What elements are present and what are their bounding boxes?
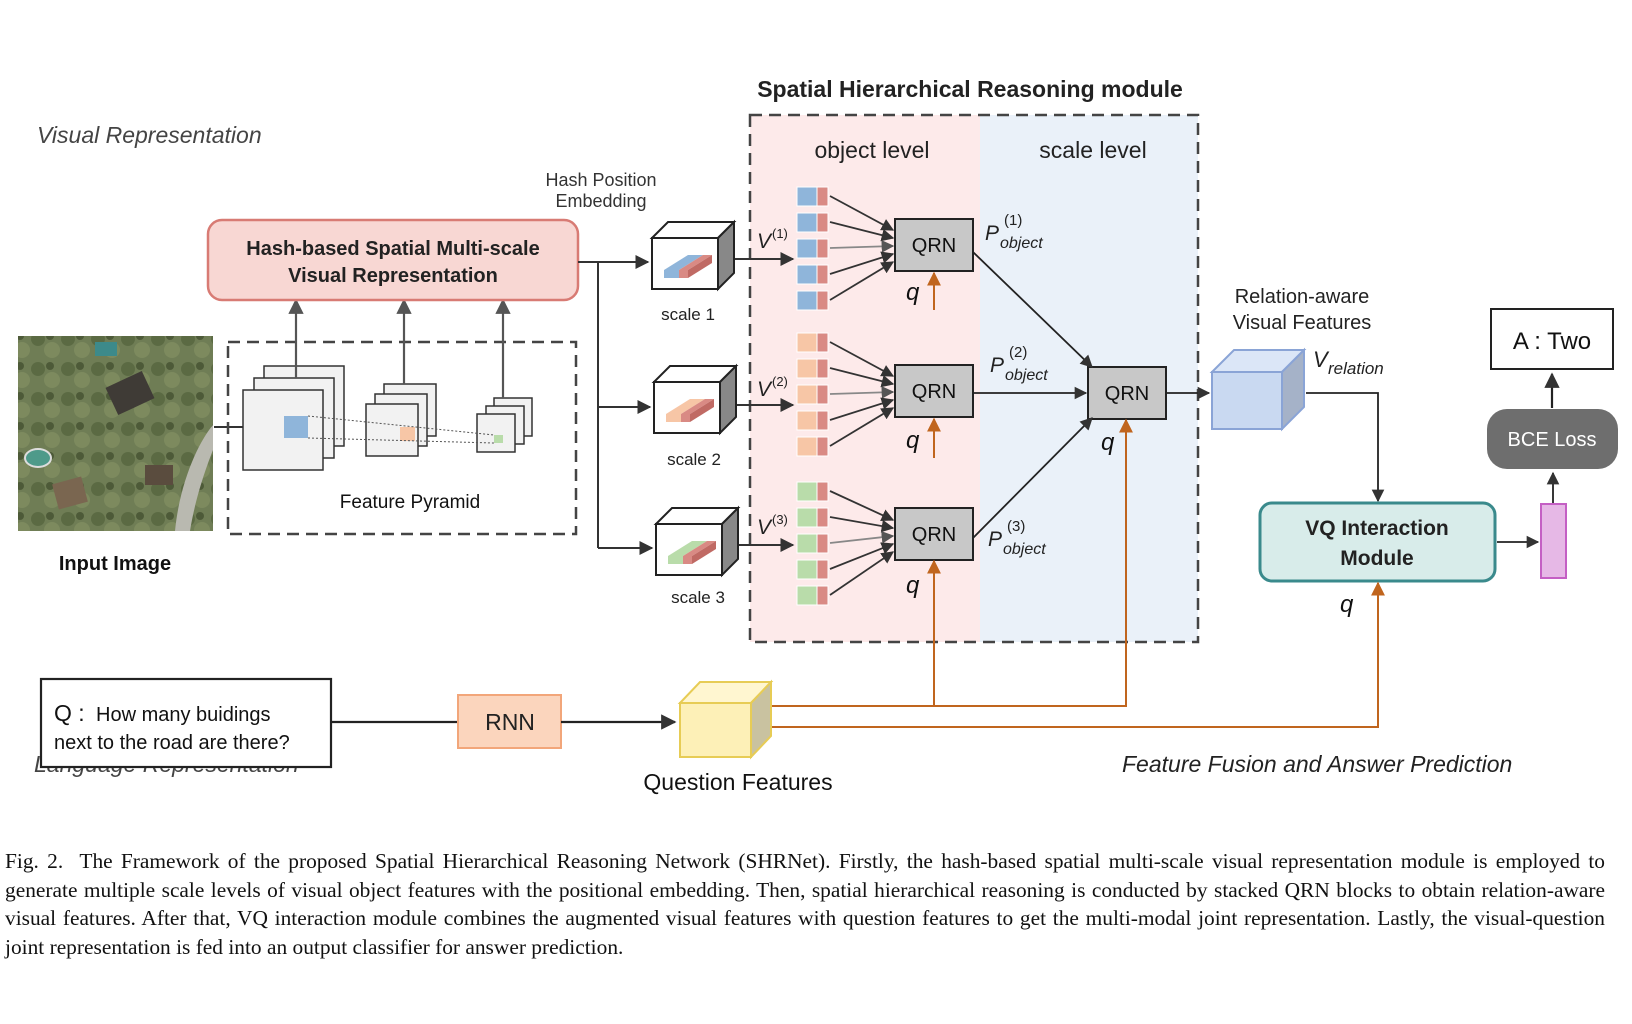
v3-label: V (3): [757, 512, 788, 539]
svg-text:(3): (3): [772, 512, 788, 527]
scale2-cube: [651, 363, 739, 436]
svg-text:QRN: QRN: [912, 235, 956, 257]
v1-label: V (1): [757, 226, 788, 253]
qrn-scale: QRN: [1087, 366, 1167, 420]
svg-text:(3): (3): [1007, 518, 1025, 535]
relation-label-line2: Visual Features: [1233, 312, 1372, 334]
rnn-box: [457, 694, 562, 749]
p2-label: P (2) object: [990, 344, 1048, 384]
hash-box-line2: Visual Representation: [288, 265, 498, 287]
p1-label: P (1) object: [985, 212, 1043, 252]
shr-module-border: [748, 113, 1200, 644]
input-image-label: Input Image: [59, 553, 171, 575]
scale-level-label: scale level: [1039, 137, 1146, 163]
q-label-vq: q: [1340, 591, 1354, 618]
scale2-label: scale 2: [667, 450, 721, 469]
pyramid-level-2: [365, 383, 437, 457]
fusion-label: Feature Fusion and Answer Prediction: [1122, 751, 1512, 777]
q-label-qrn1: q: [906, 279, 920, 306]
hash-position-line1: Hash Position: [545, 170, 656, 190]
p3-label: P (3) object: [988, 518, 1046, 558]
scale3-label: scale 3: [671, 588, 725, 607]
visual-representation-label: Visual Representation: [37, 122, 262, 148]
answer-text: A : Two: [1513, 328, 1591, 355]
hash-position-line2: Embedding: [555, 191, 646, 211]
svg-text:object: object: [1000, 235, 1043, 252]
caption-label: Fig. 2.: [5, 849, 64, 873]
caption-text: The Framework of the proposed Spatial Hi…: [5, 849, 1605, 959]
svg-text:V: V: [757, 516, 773, 539]
pyramid-level-3: [476, 397, 533, 453]
svg-text:P: P: [990, 354, 1004, 377]
question-box: [39, 677, 333, 769]
svg-text:(2): (2): [772, 374, 788, 389]
question-cube-icon: [677, 679, 774, 760]
scale1-cube: [649, 219, 737, 292]
svg-text:P: P: [985, 222, 999, 245]
svg-text:QRN: QRN: [912, 524, 956, 546]
scale3-feature-tokens: [796, 481, 829, 606]
answer-box: [1490, 308, 1614, 370]
q-label-qrn3: q: [906, 572, 920, 599]
feature-pyramid-box: [226, 340, 578, 536]
svg-text:(1): (1): [772, 226, 788, 241]
qrn-object-2: QRN: [894, 364, 974, 418]
module-title: Spatial Hierarchical Reasoning module: [757, 76, 1183, 102]
v2-label: V (2): [757, 374, 788, 401]
svg-text:V: V: [757, 378, 773, 401]
svg-text:QRN: QRN: [1105, 383, 1149, 405]
vq-line2: Module: [1340, 547, 1414, 570]
svg-text:object: object: [1005, 367, 1048, 384]
vq-line1: VQ Interaction: [1305, 517, 1449, 540]
q-label-scale: q: [1101, 429, 1115, 456]
svg-text:P: P: [988, 528, 1002, 551]
q-label-qrn2: q: [906, 427, 920, 454]
svg-text:(1): (1): [1004, 212, 1022, 229]
framework-diagram: Visual Representation Language Represent…: [18, 76, 1618, 795]
relation-label-line1: Relation-aware: [1235, 286, 1370, 308]
input-image: [18, 336, 213, 531]
feature-pyramid-label: Feature Pyramid: [340, 492, 480, 513]
hash-representation-box: [206, 218, 580, 302]
bce-loss-label: BCE Loss: [1508, 429, 1597, 451]
scale2-feature-tokens: [796, 332, 829, 457]
svg-text:QRN: QRN: [912, 381, 956, 403]
vq-interaction-module: [1258, 501, 1497, 583]
qrn-object-3: QRN: [894, 507, 974, 561]
svg-text:(2): (2): [1009, 344, 1027, 361]
svg-text:V: V: [1313, 347, 1330, 372]
figure-caption: Fig. 2. The Framework of the proposed Sp…: [5, 847, 1605, 961]
bce-loss-box: [1487, 409, 1618, 469]
question-line1: How many buidings: [96, 704, 271, 726]
scale1-label: scale 1: [661, 305, 715, 324]
svg-text:relation: relation: [1328, 359, 1384, 378]
question-features-label: Question Features: [643, 769, 832, 795]
svg-text:V: V: [757, 230, 773, 253]
svg-text:object: object: [1003, 541, 1046, 558]
object-level-label: object level: [814, 137, 929, 163]
qrn-object-1: QRN: [894, 218, 974, 272]
classifier-vector: [1540, 503, 1567, 579]
rnn-label: RNN: [485, 709, 535, 735]
v-relation-label: V relation: [1313, 347, 1384, 378]
scale1-feature-tokens: [796, 186, 829, 311]
question-line2: next to the road are there?: [54, 732, 290, 754]
scale3-cube: [653, 505, 741, 578]
question-prefix: Q :: [54, 700, 85, 726]
relation-cube-icon: [1209, 347, 1307, 432]
hash-box-line1: Hash-based Spatial Multi-scale: [246, 238, 539, 260]
